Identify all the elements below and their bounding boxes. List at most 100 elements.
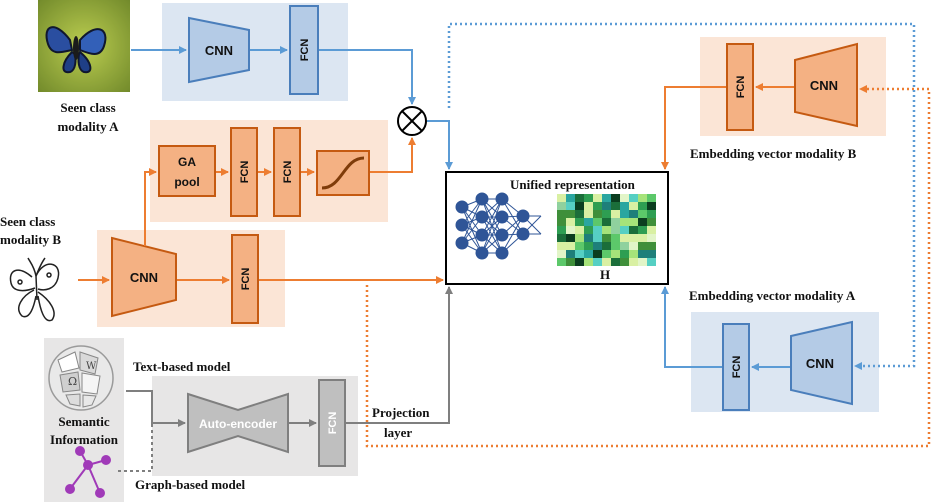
heatmap-cell — [638, 218, 647, 226]
wikipedia-globe-icon: Ω W — [48, 345, 114, 411]
heatmap-cell — [638, 258, 647, 266]
heatmap-cell — [566, 250, 575, 258]
heatmap-cell — [638, 210, 647, 218]
heatmap-cell — [620, 210, 629, 218]
heatmap-cell — [566, 226, 575, 234]
nn-edge — [481, 198, 503, 236]
unified-heatmap — [557, 194, 656, 266]
heatmap-cell — [584, 202, 593, 210]
heatmap-cell — [611, 250, 620, 258]
heatmap-cell — [575, 242, 584, 250]
heatmap-cell — [566, 234, 575, 242]
heatmap-cell — [647, 234, 656, 242]
neural-net-icon — [455, 192, 542, 260]
heatmap-cell — [584, 218, 593, 226]
nn-node — [495, 210, 509, 224]
heatmap-cell — [638, 242, 647, 250]
heatmap-cell — [575, 250, 584, 258]
multiply-node — [397, 106, 427, 136]
graph-model-label: Graph-based model — [135, 477, 246, 492]
heatmap-cell — [557, 242, 566, 250]
heatmap-cell — [557, 218, 566, 226]
heatmap-cell — [647, 242, 656, 250]
heatmap-cell — [620, 226, 629, 234]
svg-text:pool: pool — [174, 175, 199, 189]
arrow-cnn-b-to-ga-pool — [144, 168, 157, 246]
heatmap-cell — [593, 202, 602, 210]
heatmap-cell — [593, 258, 602, 266]
heatmap-cell — [584, 250, 593, 258]
heatmap-cell — [584, 226, 593, 234]
seen-b-label-1: Seen class — [0, 214, 55, 229]
svg-text:CNN: CNN — [810, 78, 838, 93]
butterfly-photo — [38, 0, 130, 92]
svg-text:Auto-encoder: Auto-encoder — [199, 417, 277, 431]
heatmap-cell — [602, 226, 611, 234]
seen-a-label-1: Seen class — [60, 100, 115, 115]
h-label: H — [600, 267, 610, 282]
heatmap-cell — [566, 242, 575, 250]
nn-node — [516, 227, 530, 241]
heatmap-cell — [647, 218, 656, 226]
heatmap-cell — [602, 234, 611, 242]
svg-text:W: W — [86, 361, 97, 372]
heatmap-cell — [566, 194, 575, 202]
heatmap-cell — [575, 234, 584, 242]
arrow-fcn-a-to-multiply — [319, 49, 416, 105]
heatmap-cell — [575, 210, 584, 218]
embedding-b-label: Embedding vector modality B — [690, 146, 857, 161]
cnn-a-block: CNN — [188, 16, 250, 84]
arrow-fcn-emb-a-to-unified — [661, 286, 722, 368]
heatmap-cell — [638, 234, 647, 242]
heatmap-cell — [602, 258, 611, 266]
heatmap-cell — [575, 202, 584, 210]
heatmap-cell — [629, 218, 638, 226]
heatmap-cell — [620, 194, 629, 202]
heatmap-cell — [584, 258, 593, 266]
fcn-b-block: FCN — [231, 234, 259, 324]
heatmap-cell — [602, 194, 611, 202]
nn-node — [516, 209, 530, 223]
nn-node — [495, 246, 509, 260]
heatmap-cell — [575, 258, 584, 266]
heatmap-cell — [647, 250, 656, 258]
svg-text:FCN: FCN — [735, 76, 747, 99]
projection-label-2: layer — [384, 425, 412, 440]
heatmap-cell — [593, 234, 602, 242]
heatmap-cell — [611, 226, 620, 234]
nn-node — [455, 236, 469, 250]
heatmap-cell — [647, 258, 656, 266]
heatmap-cell — [602, 250, 611, 258]
arrow-sigmoid-to-multiply — [370, 137, 416, 173]
heatmap-cell — [629, 202, 638, 210]
cnn-emb-b-block: CNN — [794, 42, 858, 128]
heatmap-cell — [647, 226, 656, 234]
heatmap-cell — [584, 234, 593, 242]
nn-node — [455, 218, 469, 232]
graph-icon — [65, 446, 111, 498]
heatmap-cell — [620, 202, 629, 210]
line-text-model — [126, 390, 186, 427]
butterfly-sketch — [9, 257, 60, 322]
nn-edge — [481, 198, 503, 254]
heatmap-cell — [566, 210, 575, 218]
svg-text:GA: GA — [178, 155, 196, 169]
heatmap-cell — [611, 218, 620, 226]
text-model-label: Text-based model — [133, 359, 231, 374]
heatmap-cell — [557, 258, 566, 266]
heatmap-cell — [602, 202, 611, 210]
heatmap-cell — [620, 218, 629, 226]
heatmap-cell — [602, 218, 611, 226]
heatmap-cell — [620, 242, 629, 250]
svg-text:CNN: CNN — [130, 270, 158, 285]
fcn-att-1-block: FCN — [230, 127, 258, 217]
nn-edge — [501, 215, 524, 254]
svg-text:FCN: FCN — [239, 161, 251, 184]
svg-text:FCN: FCN — [327, 412, 339, 435]
heatmap-cell — [638, 202, 647, 210]
heatmap-cell — [575, 218, 584, 226]
heatmap-cell — [557, 194, 566, 202]
heatmap-cell — [593, 226, 602, 234]
nn-node — [475, 210, 489, 224]
